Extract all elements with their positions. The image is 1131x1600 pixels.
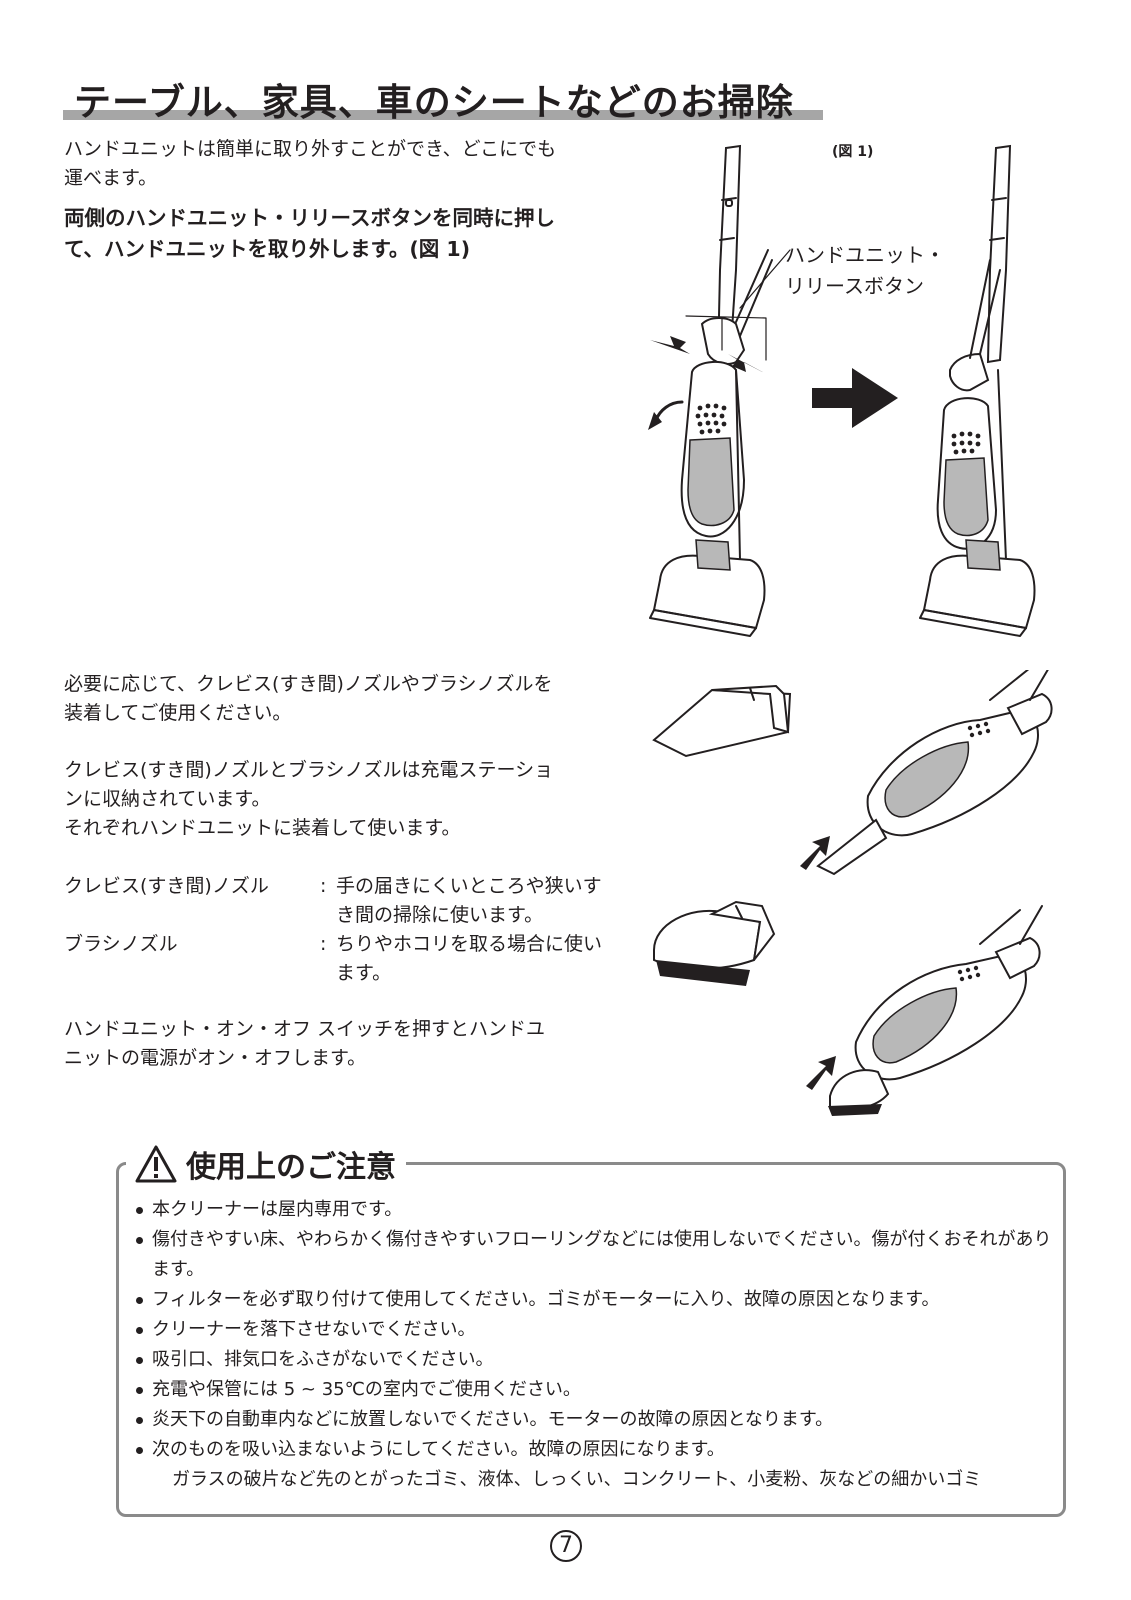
caution-item: 傷付きやすい床、やわらかく傷付きやすいフローリングなどには使用しないでください。… [134, 1225, 1054, 1285]
intro-text: ハンドユニットは簡単に取り外すことができ、どこにでも 運べます。 [64, 135, 556, 193]
page-number: 7 [550, 1530, 582, 1562]
handheld-brush-icon [806, 905, 1043, 1116]
nozzle-intro-line-2: 装着してご使用ください。 [64, 702, 292, 724]
vacuum-left-icon [648, 144, 791, 637]
caution-title: 使用上のご注意 [186, 1150, 396, 1185]
page-title: テーブル、家具、車のシートなどのお掃除 [74, 81, 794, 124]
callout-line-1: ハンドユニット・ [785, 243, 945, 267]
switch-note-text: ハンドユニット・オン・オフ スイッチを押すとハンドユ ニットの電源がオン・オフし… [64, 1015, 545, 1073]
caution-box [116, 1162, 1066, 1517]
figure-label: (図 1) [832, 144, 874, 160]
caution-item: 充電や保管には 5 ~ 35℃の室内でご使用ください。 [134, 1375, 1054, 1405]
caution-list: 本クリーナーは屋内専用です。 傷付きやすい床、やわらかく傷付きやすいフローリング… [134, 1195, 1054, 1495]
callout-line-2: リリースボタン [785, 274, 924, 298]
attach-arrow-crevice-icon [800, 836, 830, 870]
nozzle-desc-line-2: ます。 [336, 962, 392, 984]
big-right-arrow-icon [812, 368, 898, 428]
nozzle-colon: : [320, 875, 327, 897]
nozzle-desc-line-1: 手の届きにくいところや狭いす [336, 875, 602, 897]
brush-nozzle-icon [653, 900, 776, 986]
storage-line-3: それぞれハンドユニットに装着して使います。 [64, 817, 461, 839]
press-arrow-right-icon [728, 354, 770, 376]
caution-sub-item: ガラスの破片など先のとがったゴミ、液体、しっくい、コンクリート、小麦粉、灰などの… [172, 1469, 982, 1490]
storage-line-2: ンに収納されています。 [64, 788, 271, 810]
caution-item: 次のものを吸い込まないようにしてください。故障の原因になります。 ガラスの破片な… [134, 1435, 1054, 1495]
nozzle-illustrations [652, 670, 1053, 1116]
intro-line-1: ハンドユニットは簡単に取り外すことができ、どこにでも [64, 138, 557, 160]
nozzle-row-crevice: クレビス(すき間)ノズル : 手の届きにくいところや狭いす き間の掃除に使います… [64, 872, 644, 930]
caution-item-text: 次のものを吸い込まないようにしてください。故障の原因になります。 [152, 1439, 725, 1460]
figure-1-illustration [648, 144, 1036, 637]
instruction-line-2: て、ハンドユニットを取り外します。(図 1) [64, 237, 471, 261]
attach-arrow-brush-icon [806, 1056, 836, 1090]
caution-item: 吸引口、排気口をふさがないでください。 [134, 1345, 1054, 1375]
nozzle-colon: : [320, 933, 327, 955]
caution-item: 炎天下の自動車内などに放置しないでください。モーターの故障の原因となります。 [134, 1405, 1054, 1435]
instruction-line-1: 両側のハンドユニット・リリースボタンを同時に押し [64, 206, 555, 230]
nozzle-term: ブラシノズル [64, 933, 178, 955]
storage-text: クレビス(すき間)ノズルとブラシノズルは充電ステーショ ンに収納されています。 … [64, 756, 553, 843]
caution-item: クリーナーを落下させないでください。 [134, 1315, 1054, 1345]
warning-triangle-icon [135, 1145, 177, 1183]
crevice-nozzle-icon [652, 684, 792, 758]
caution-item: 本クリーナーは屋内専用です。 [134, 1195, 1054, 1225]
vacuum-right-icon [919, 144, 1036, 637]
nozzle-row-brush: ブラシノズル : ちりやホコリを取る場合に使い ます。 [64, 930, 644, 988]
switch-note-line-2: ニットの電源がオン・オフします。 [64, 1047, 367, 1069]
nozzle-desc-line-2: き間の掃除に使います。 [336, 904, 544, 926]
nozzle-intro-line-1: 必要に応じて、クレビス(すき間)ノズルやブラシノズルを [64, 673, 553, 695]
nozzle-desc: ちりやホコリを取る場合に使い ます。 [336, 930, 602, 988]
intro-line-2: 運べます。 [64, 167, 158, 189]
storage-line-1: クレビス(すき間)ノズルとブラシノズルは充電ステーショ [64, 759, 554, 781]
caution-item: フィルターを必ず取り付けて使用してください。ゴミがモーターに入り、故障の原因とな… [134, 1285, 1054, 1315]
handheld-crevice-icon [800, 670, 1053, 876]
nozzle-term: クレビス(すき間)ノズル [64, 875, 269, 897]
nozzle-desc: 手の届きにくいところや狭いす き間の掃除に使います。 [336, 872, 602, 930]
instruction-text: 両側のハンドユニット・リリースボタンを同時に押し て、ハンドユニットを取り外しま… [64, 203, 555, 265]
press-arrow-left-icon [650, 336, 690, 354]
switch-note-line-1: ハンドユニット・オン・オフ スイッチを押すとハンドユ [64, 1018, 546, 1040]
callout-release-button: ハンドユニット・ リリースボタン [785, 240, 945, 302]
caution-header: 使用上のご注意 [126, 1140, 406, 1188]
nozzle-intro-text: 必要に応じて、クレビス(すき間)ノズルやブラシノズルを 装着してご使用ください。 [64, 670, 553, 728]
curved-arrow-icon [648, 412, 662, 430]
title-underline-bar [63, 110, 823, 120]
nozzle-desc-line-1: ちりやホコリを取る場合に使い [336, 933, 603, 955]
